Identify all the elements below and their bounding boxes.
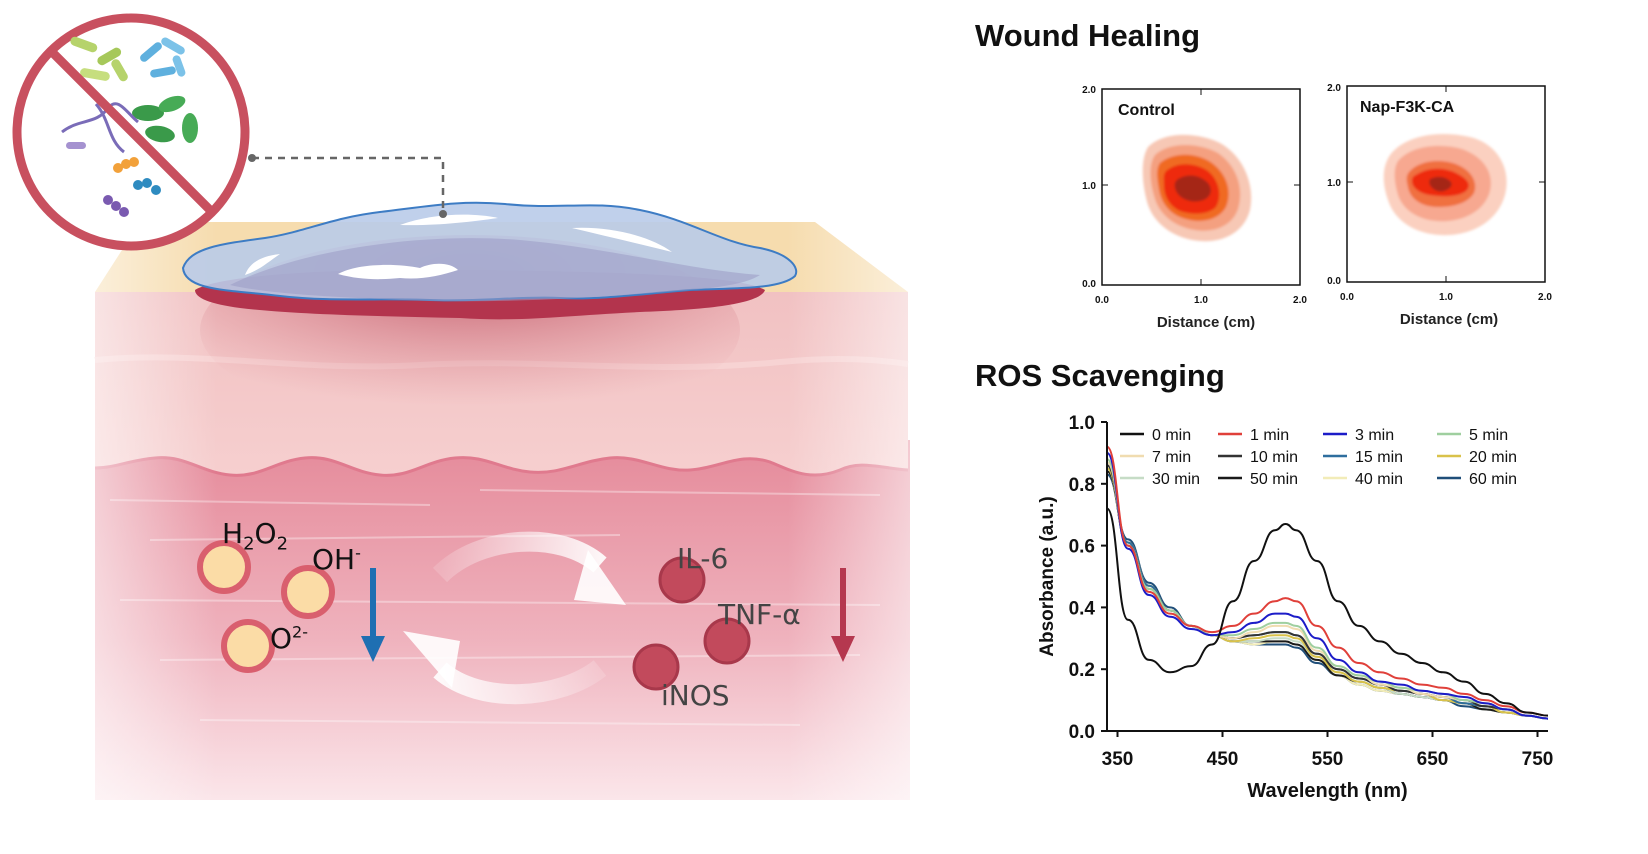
y-tick-label: 0.4 [1069,598,1096,619]
h2o2-label: H2O2 [222,517,289,555]
legend-label: 15 min [1355,449,1403,466]
y-tick-label: 2.0 [1327,83,1341,94]
series-line [1106,464,1549,720]
x-axis-label: Distance (cm) [1157,314,1255,331]
wound-illustration [12,13,910,802]
y-tick-label: 0.2 [1069,660,1095,681]
cycle-arrows [403,531,626,705]
x-tick-label: 1.0 [1439,292,1453,303]
wound-healing-title: Wound Healing [975,18,1201,53]
hydrogel-dressing [181,201,798,302]
y-tick-label: 1.0 [1069,413,1095,434]
legend-label: 7 min [1152,449,1191,466]
legend-label: 50 min [1250,471,1298,488]
legend-label: 30 min [1152,471,1200,488]
series-line [1106,470,1549,720]
legend-label: 1 min [1250,427,1289,444]
series-line [1106,451,1549,720]
y-tick-label: 1.0 [1082,181,1096,192]
x-tick-label: 0.0 [1095,295,1109,306]
y-tick-label: 2.0 [1082,85,1096,96]
ros-absorbance-chart: 1.0 0.8 0.6 0.4 0.2 0.0 350 450 550 650 750Wavelen… [1037,413,1553,802]
skin-block [94,222,910,802]
x-tick-label: 550 [1312,749,1344,770]
series-line [1106,507,1549,717]
legend-label: 40 min [1355,471,1403,488]
ros-scavenging-title: ROS Scavenging [975,358,1225,393]
series-line [1106,470,1549,720]
y-axis-label: Absorbance (a.u.) [1037,496,1058,656]
cytokine-markers [632,556,751,691]
treated-label: Nap-F3K-CA [1360,99,1455,116]
x-tick-label: 450 [1207,749,1239,770]
bacteria-icon [61,36,198,217]
y-tick-label: 0.8 [1069,475,1095,496]
series-line [1106,473,1549,720]
legend-label: 0 min [1152,427,1191,444]
dashed-connector [252,156,445,214]
wound-healing-panels: Control 2.0 1.0 0.0 0.0 1.0 2.0 Distance… [1082,83,1552,331]
y-tick-label: 0.0 [1327,276,1341,287]
x-tick-label: 750 [1522,749,1554,770]
series-line [1106,458,1549,720]
x-tick-label: 0.0 [1340,292,1354,303]
ros-molecules [197,540,335,673]
x-tick-label: 2.0 [1293,295,1307,306]
chart-legend: 0 min 1 min 3 min 5 min 7 min 10 min 15 min 20 … [1120,427,1517,488]
legend-label: 10 min [1250,449,1298,466]
x-axis-label: Distance (cm) [1400,311,1498,328]
hydroxyl-label: OH- [312,543,361,576]
legend-label: 20 min [1469,449,1517,466]
x-tick-label: 350 [1102,749,1134,770]
antibacterial-sign [12,13,250,251]
chart-series-lines [1106,445,1549,720]
wound-panel-treated: Nap-F3K-CA 2.0 1.0 0.0 0.0 1.0 2.0 Dista… [1327,83,1552,328]
series-line [1106,445,1549,717]
y-tick-label: 0.0 [1069,722,1095,743]
cytokine-decrease-arrow [831,568,855,662]
ros-decrease-arrow [361,568,385,662]
legend-label: 3 min [1355,427,1394,444]
wound-panel-control: Control 2.0 1.0 0.0 0.0 1.0 2.0 Distance… [1082,85,1307,331]
chart-axes: 1.0 0.8 0.6 0.4 0.2 0.0 350 450 550 650 750Wavelen… [1037,413,1553,802]
y-tick-label: 0.6 [1069,537,1095,558]
control-label: Control [1118,102,1175,119]
superoxide-label: O2- [270,622,308,655]
series-line [1106,464,1549,720]
series-line [1106,467,1549,720]
series-line [1106,467,1549,720]
il6-label: IL-6 [677,542,729,575]
series-line [1106,461,1549,720]
y-tick-label: 0.0 [1082,279,1096,290]
tnf-alpha-label: TNF-α [718,598,801,631]
x-tick-label: 1.0 [1194,295,1208,306]
legend-label: 5 min [1469,427,1508,444]
legend-label: 60 min [1469,471,1517,488]
x-axis-label: Wavelength (nm) [1247,780,1407,802]
y-tick-label: 1.0 [1327,178,1341,189]
x-tick-label: 650 [1417,749,1449,770]
inos-label: iNOS [661,679,730,712]
x-tick-label: 2.0 [1538,292,1552,303]
